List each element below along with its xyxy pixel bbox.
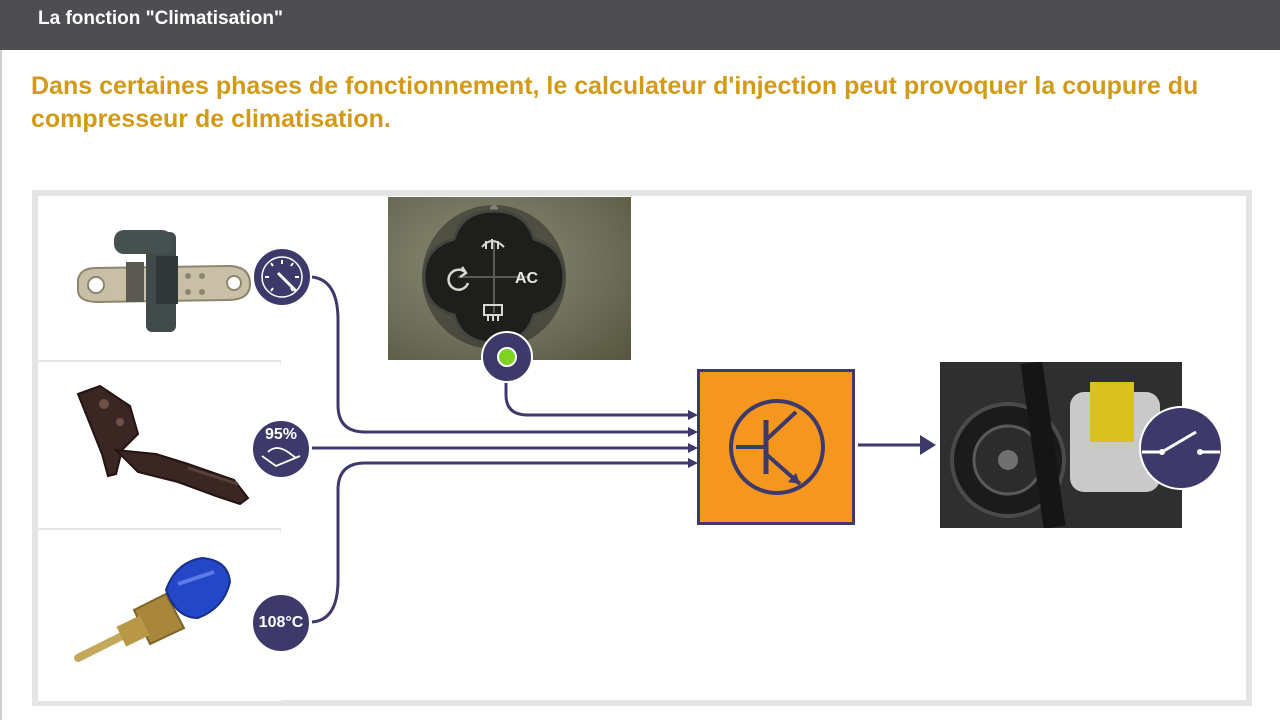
ac-indicator-badge <box>482 332 532 382</box>
arrow-right-icon <box>920 435 936 455</box>
indicator-led-icon <box>498 348 516 366</box>
compressor-clutch-badge <box>1140 407 1222 489</box>
coolant-temperature-value: 108°C <box>249 614 313 632</box>
pedal-position-value: 95% <box>255 426 307 444</box>
engine-speed-badge <box>253 248 311 306</box>
temperature-signal-line <box>312 463 690 622</box>
ac-request-signal-line <box>506 376 690 415</box>
